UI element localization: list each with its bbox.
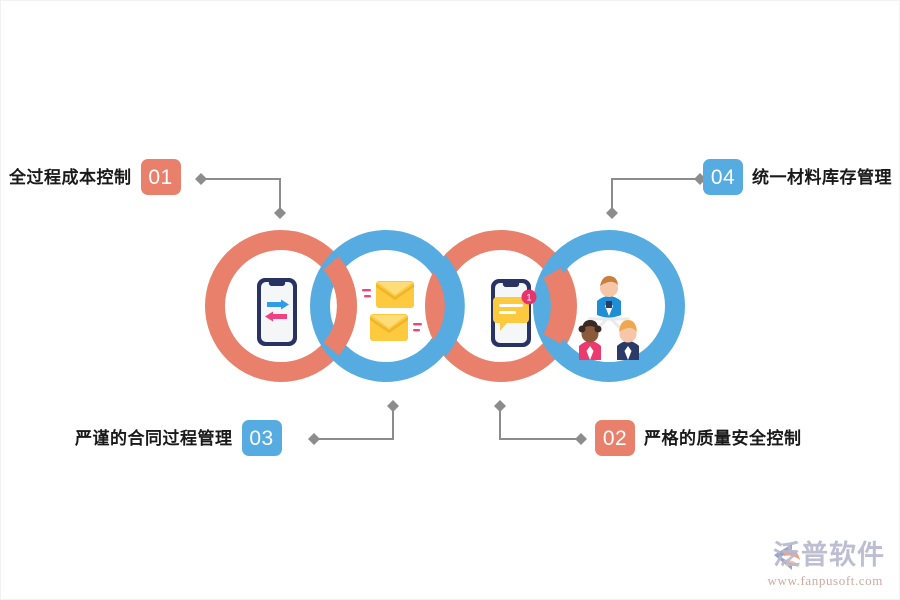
diamond-03-ring-end xyxy=(387,400,399,412)
diamond-02-label-end xyxy=(575,433,587,445)
mobile-transfer-icon xyxy=(257,278,297,346)
ring-4-blue xyxy=(533,230,685,382)
diamond-01-label-end xyxy=(195,173,207,185)
callout-04-label: 统一材料库存管理 xyxy=(752,167,892,187)
ring-2-overlap-arc xyxy=(430,255,465,357)
connector-endpoints xyxy=(195,173,706,445)
callout-01[interactable]: 全过程成本控制 01 xyxy=(9,159,181,195)
callout-02[interactable]: 02 严格的质量安全控制 xyxy=(595,420,802,456)
envelope-motion-dashes xyxy=(362,289,422,332)
diamond-03-label-end xyxy=(308,433,320,445)
connector-path-01 xyxy=(201,178,281,213)
diamond-04-ring-end xyxy=(606,207,618,219)
fanpu-logo-icon xyxy=(774,544,800,570)
watermark-logo-spacer xyxy=(733,540,769,570)
ring-3-overlap-arc xyxy=(543,268,571,344)
watermark: 泛普软件 www.fanpusoft.com xyxy=(733,540,885,587)
callout-01-label: 全过程成本控制 xyxy=(9,167,132,187)
callout-02-label: 严格的质量安全控制 xyxy=(644,428,802,448)
connector-path-03 xyxy=(314,406,394,440)
team-people-icon xyxy=(578,276,639,360)
person-right xyxy=(617,320,639,360)
callout-02-number: 02 xyxy=(595,420,635,456)
ring-1-overlap-arc xyxy=(323,256,357,356)
person-left xyxy=(578,320,602,360)
chat-notification-count: 1 xyxy=(526,293,531,303)
envelopes-icon xyxy=(362,281,422,341)
callout-03-number: 03 xyxy=(241,420,282,456)
diamond-02-ring-end xyxy=(494,400,506,412)
callout-01-number: 01 xyxy=(140,159,181,195)
connector-path-04 xyxy=(611,178,700,213)
watermark-url: www.fanpusoft.com xyxy=(767,573,883,588)
diamond-01-ring-end xyxy=(274,207,286,219)
connector-lines xyxy=(201,178,700,440)
callout-03[interactable]: 严谨的合同过程管理 03 xyxy=(75,420,282,456)
callout-03-label: 严谨的合同过程管理 xyxy=(75,428,233,448)
watermark-brand: 泛普软件 xyxy=(773,539,885,570)
callout-04[interactable]: 04 统一材料库存管理 xyxy=(703,159,892,195)
watermark-brand-row: 泛普软件 xyxy=(733,540,885,570)
person-top xyxy=(597,276,621,318)
mobile-chat-icon: 1 xyxy=(491,279,537,347)
connector-path-02 xyxy=(499,406,581,440)
callout-04-number: 04 xyxy=(703,159,743,195)
